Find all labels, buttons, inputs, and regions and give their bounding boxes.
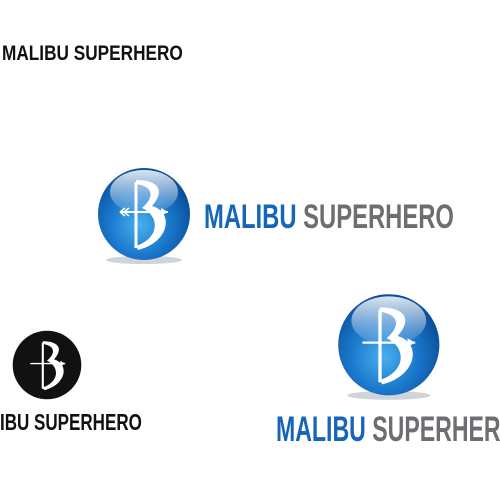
b-bow-arrow-icon (98, 168, 190, 264)
b-bow-arrow-icon-large (338, 294, 440, 400)
logo-black-emblem (12, 330, 82, 400)
b-bow-arrow-icon-black (12, 330, 82, 400)
logo-center: MALIBU SUPERHERO (96, 166, 454, 266)
wordmark-black-bottom: IBU SUPERHERO (0, 409, 142, 435)
wordmark-center: MALIBU SUPERHERO (204, 198, 454, 237)
logo-bottom-right (336, 292, 446, 402)
wordmark-bottom-part2: SUPERHERO (372, 410, 500, 449)
wordmark-bottom-right: MALIBU SUPERHERO (276, 410, 500, 450)
wordmark-part1: MALIBU (204, 198, 297, 236)
wordmark-bottom-part1: MALIBU (276, 410, 366, 449)
wordmark-black-top: MALIBU SUPERHERO (2, 42, 183, 65)
wordmark-part2: SUPERHERO (303, 198, 454, 236)
